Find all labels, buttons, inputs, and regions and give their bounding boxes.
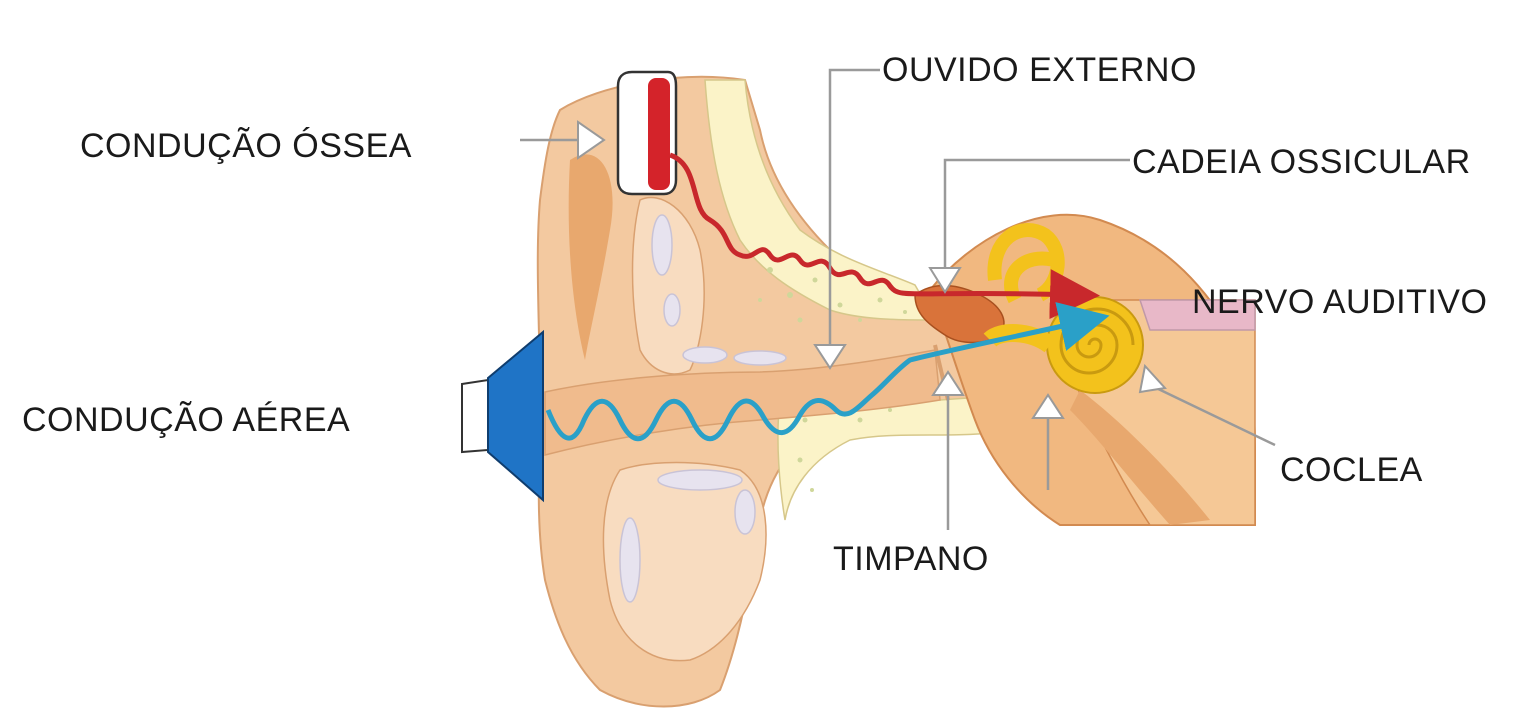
auditory-nerve-shape (1138, 299, 1256, 331)
label-air-conduction: CONDUÇÃO AÉREA (22, 401, 351, 439)
bone-conduction-wave (668, 152, 1100, 320)
label-cochlea: COCLEA (1280, 451, 1423, 489)
inner-ear (914, 213, 1256, 526)
label-eardrum: TIMPANO (833, 540, 989, 578)
pointer-heads (577, 120, 1167, 419)
pointer-lines (520, 68, 1276, 530)
label-ossicular-chain: CADEIA OSSICULAR (1132, 143, 1471, 181)
cartilage-marks (619, 214, 787, 603)
air-speaker (461, 329, 544, 503)
bone-vibrator (616, 70, 678, 196)
label-bone-conduction: CONDUÇÃO ÓSSEA (80, 127, 412, 165)
label-auditory-nerve: NERVO AUDITIVO (1192, 283, 1488, 321)
label-outer-ear: OUVIDO EXTERNO (882, 51, 1197, 89)
air-conduction-wave (545, 302, 1110, 442)
temporal-bone (704, 79, 1011, 521)
